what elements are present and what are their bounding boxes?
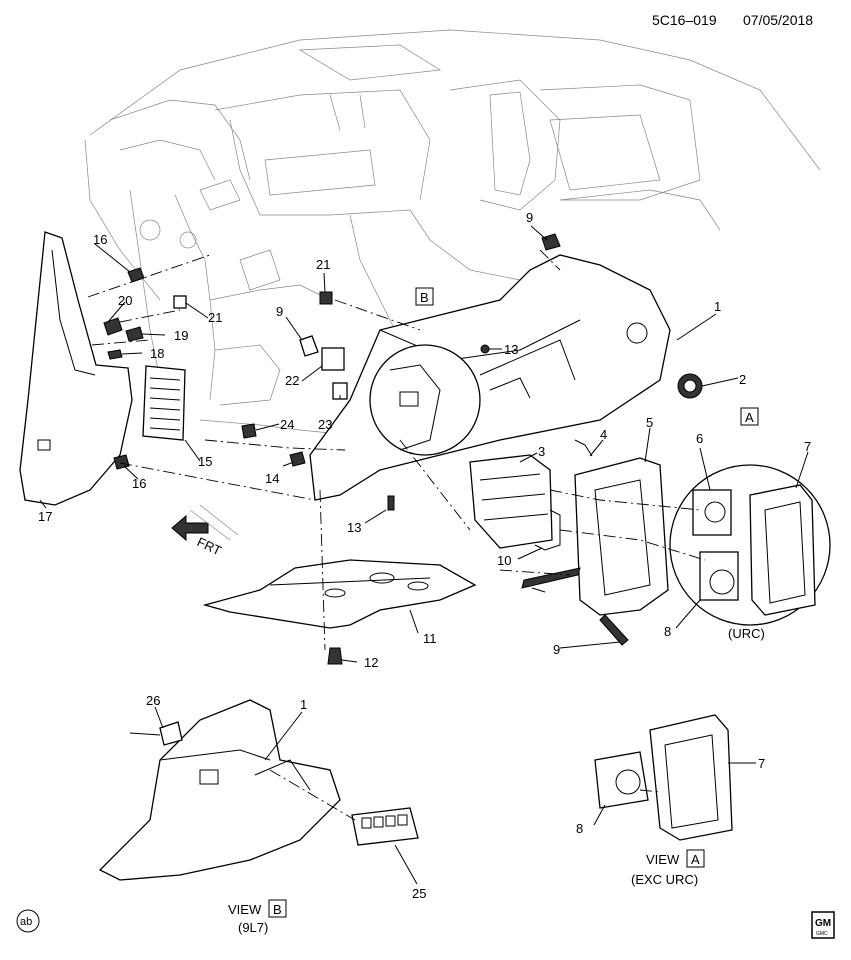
view-b-marker-box <box>415 287 434 306</box>
callout-7-urc: 7 <box>804 439 811 454</box>
gm-logo-subtext: GMC <box>816 931 828 937</box>
callout-7-exc-urc: 7 <box>758 756 765 771</box>
callout-26: 26 <box>146 693 160 708</box>
callout-9-upper: 9 <box>526 210 533 225</box>
left-clips-group <box>103 267 187 470</box>
front-direction-arrow <box>171 504 239 542</box>
center-fasteners-group <box>241 233 561 511</box>
view-a-exc-urc-detail <box>594 714 733 841</box>
callout-19: 19 <box>174 328 188 343</box>
leader-lines <box>87 249 706 821</box>
diagram-date: 07/05/2018 <box>743 12 813 28</box>
ab-mark-circle <box>16 909 40 933</box>
callout-leaders <box>39 225 809 885</box>
callout-21-upper: 21 <box>316 257 330 272</box>
callout-8-urc: 8 <box>664 624 671 639</box>
callout-16-lower: 16 <box>132 476 146 491</box>
view-b-knee-bolster <box>98 699 341 881</box>
lower-insulator-panel <box>202 559 477 665</box>
callout-1-view-b: 1 <box>300 697 307 712</box>
view-b-marker: B <box>420 290 429 305</box>
view-b-word: VIEW <box>228 902 262 917</box>
callout-12: 12 <box>364 655 378 670</box>
callout-13-lower: 13 <box>347 520 361 535</box>
dimmer-knob <box>677 373 703 399</box>
callout-24: 24 <box>280 417 294 432</box>
urc-label: (URC) <box>728 626 765 641</box>
callout-8-exc-urc: 8 <box>576 821 583 836</box>
gm-logo: GM GMC <box>811 911 835 939</box>
callout-9-left: 9 <box>276 304 283 319</box>
callout-4: 4 <box>600 427 607 442</box>
view-a-lower-marker: A <box>691 852 700 867</box>
switch-assembly <box>469 454 561 551</box>
view-labels: B A FRT (URC) VIEW A (EXC URC) VIEW B (9… <box>16 287 835 939</box>
callout-5: 5 <box>646 415 653 430</box>
view-b-lower-box <box>268 899 287 918</box>
callout-23: 23 <box>318 417 332 432</box>
callout-10: 10 <box>497 553 511 568</box>
view-a-lower-box <box>686 849 705 868</box>
option-9l7-label: (9L7) <box>238 920 268 935</box>
callout-21-left: 21 <box>208 310 222 325</box>
callout-20: 20 <box>118 293 132 308</box>
ab-mark: ab <box>20 916 32 928</box>
callout-13-upper: 13 <box>504 342 518 357</box>
callout-1: 1 <box>714 299 721 314</box>
view-a-urc-detail <box>669 464 831 626</box>
diagram-code: 5C16–019 <box>652 12 717 28</box>
callout-2: 2 <box>739 372 746 387</box>
shifter-bezel <box>521 439 669 646</box>
knee-bolster <box>309 254 671 501</box>
exc-urc-label: (EXC URC) <box>631 872 698 887</box>
view-a-marker-box <box>740 407 759 426</box>
instrument-panel-background <box>84 29 821 436</box>
usb-port-module <box>351 807 419 846</box>
callout-16-upper: 16 <box>93 232 107 247</box>
view-b-lower-marker: B <box>273 902 282 917</box>
callout-9-lower: 9 <box>553 642 560 657</box>
callout-11: 11 <box>423 631 437 646</box>
callout-6: 6 <box>696 431 703 446</box>
gm-logo-text: GM <box>815 918 831 929</box>
callout-14: 14 <box>265 471 279 486</box>
callout-numbers: 1 2 3 4 5 6 7 8 9 9 9 10 11 12 13 13 14 … <box>38 210 811 901</box>
view-a-marker: A <box>745 410 754 425</box>
callout-25: 25 <box>412 886 426 901</box>
callout-18: 18 <box>150 346 164 361</box>
view-a-word: VIEW <box>646 852 680 867</box>
end-cap-trim-panel <box>19 231 133 506</box>
callout-3: 3 <box>538 444 545 459</box>
callout-22: 22 <box>285 373 299 388</box>
callout-17: 17 <box>38 509 52 524</box>
frt-label: FRT <box>195 534 224 558</box>
callout-15: 15 <box>198 454 212 469</box>
